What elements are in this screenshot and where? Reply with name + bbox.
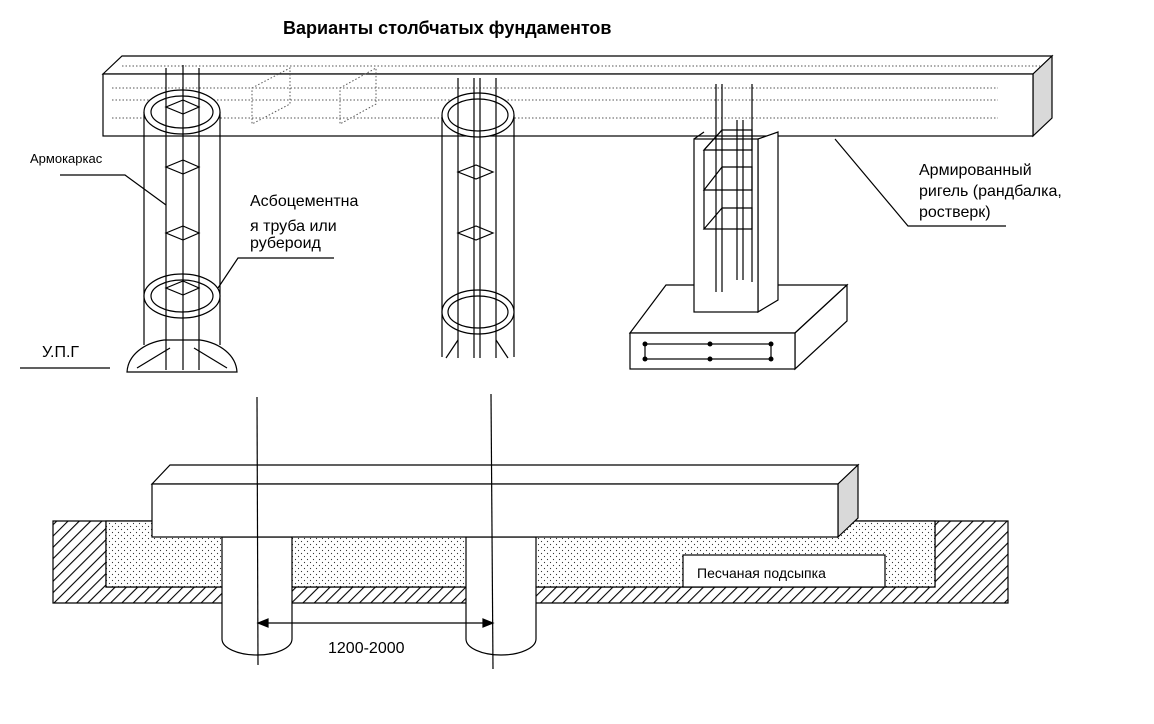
label-asbestos-line1: Асбоцементна xyxy=(250,193,359,210)
label-beam-line2: ригель (рандбалка, xyxy=(919,183,1062,200)
leader-beam xyxy=(834,138,1006,227)
pile-1-bell-base xyxy=(126,339,238,373)
column-cage xyxy=(702,84,753,292)
pile-1-top-outer xyxy=(143,89,221,135)
label-beam-line1: Армированный xyxy=(919,162,1032,179)
label-grade-beam: Армированный ригель (рандбалка, ростверк… xyxy=(919,160,1119,223)
sand-label-box xyxy=(682,554,886,588)
label-sand-bedding: Песчаная подсыпка xyxy=(697,565,826,581)
beam-stirrups-dotted xyxy=(251,67,377,125)
column-side xyxy=(757,131,779,314)
dimension-line xyxy=(256,618,495,628)
label-ground-level: У.П.Г xyxy=(42,344,80,361)
label-asbestos-line3: рубероид xyxy=(250,235,321,252)
section-view xyxy=(52,393,1009,670)
label-asbestos-pipe: Асбоцементна я труба или рубероид xyxy=(250,189,400,256)
leader-armokarkas xyxy=(60,174,167,206)
pile-1-ring-outer xyxy=(143,273,221,319)
beam-front-face xyxy=(102,73,1034,137)
column-footing xyxy=(628,84,849,371)
label-spacing-dimension: 1200-2000 xyxy=(328,640,405,657)
section-beam xyxy=(150,463,860,539)
pile-1 xyxy=(126,65,238,373)
label-reinforcement-cage: Армокаркас xyxy=(30,151,103,166)
diagram-title: Варианты столбчатых фундаментов xyxy=(283,18,612,38)
label-asbestos-line2: я труба или xyxy=(250,218,337,235)
footing-rebar-dots xyxy=(642,341,774,362)
grade-beam xyxy=(101,54,1054,138)
footing-front xyxy=(629,332,796,370)
beam-rebar-dotted xyxy=(112,65,1040,119)
column-front xyxy=(693,138,759,313)
label-beam-line3: ростверк) xyxy=(919,204,991,221)
leader-lines xyxy=(20,138,1006,369)
pile-2 xyxy=(441,78,515,359)
leader-asbestos xyxy=(217,257,334,289)
beam-top-face xyxy=(101,55,1054,75)
